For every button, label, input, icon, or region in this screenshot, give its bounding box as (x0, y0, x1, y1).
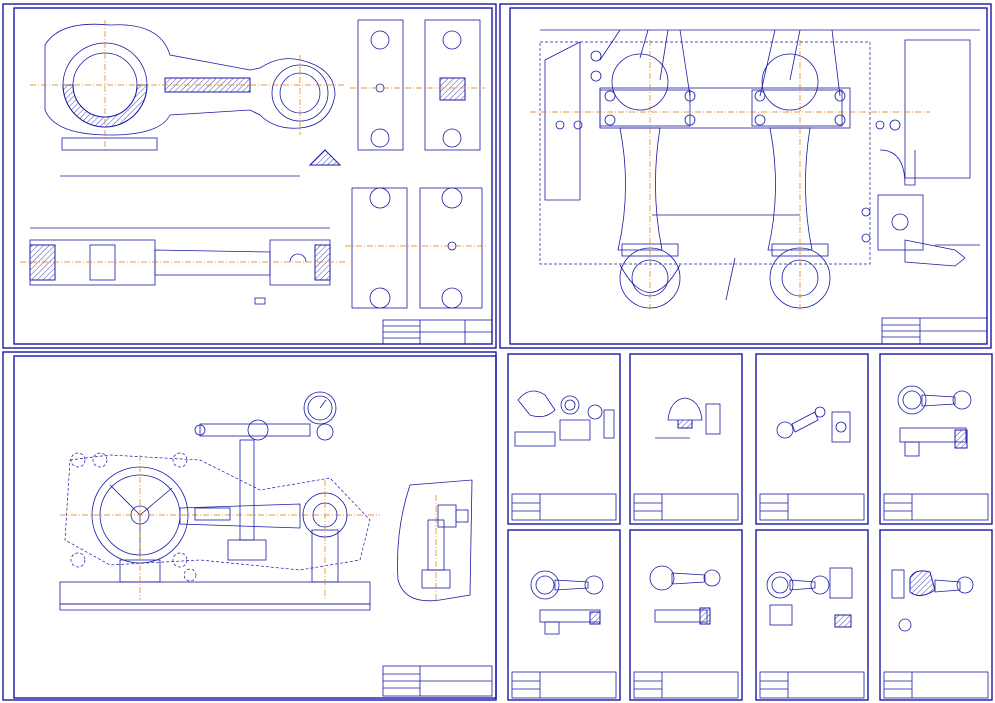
title-block (881, 317, 988, 345)
sheet-operation-1 (507, 353, 621, 525)
sheet-operation-4 (879, 353, 993, 525)
title-block (382, 319, 493, 345)
dial-indicator-stand (194, 391, 337, 561)
sheet-operation-7 (755, 529, 869, 701)
fixture-rod-right (751, 40, 843, 310)
hydraulic-valve (861, 149, 980, 267)
rod-section-view (20, 227, 345, 305)
rod-main-view (30, 20, 345, 177)
sheet-connecting-rod-drawing (2, 3, 497, 349)
sheet-operation-5 (507, 529, 621, 701)
small-end-mount (302, 480, 348, 600)
sheet-operation-6 (629, 529, 743, 701)
dial-gauge-icon (303, 391, 337, 425)
sheet-fixture-assembly (499, 3, 992, 349)
sheet-operation-2 (629, 353, 743, 525)
rod-end-views (345, 19, 488, 309)
sheet-measurement-setup (2, 351, 497, 701)
sheet-operation-3 (755, 353, 869, 525)
fixture-bolts (555, 50, 901, 131)
hidden-bolts (70, 452, 197, 582)
big-end-mount (60, 455, 380, 600)
fixture-rod-left (599, 40, 691, 310)
title-block (382, 665, 493, 697)
side-detail-view (397, 479, 473, 602)
leader-lines (540, 29, 980, 301)
sheet-operation-8 (879, 529, 993, 701)
